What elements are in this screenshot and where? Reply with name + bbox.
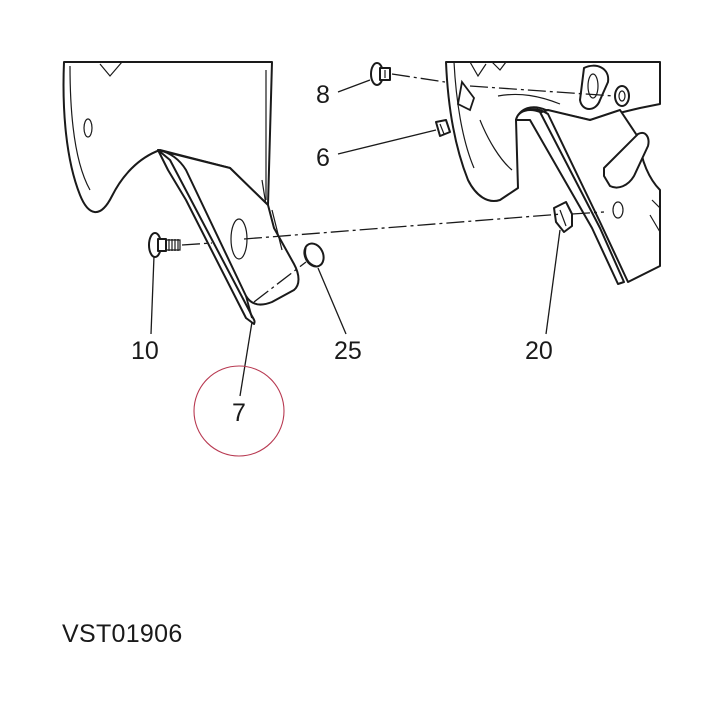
callout-20: 20	[525, 337, 553, 365]
left-body-panel	[62, 61, 273, 231]
callout-7: 7	[232, 399, 246, 427]
right-frame-assembly	[445, 61, 661, 202]
highlight-circle	[193, 365, 285, 457]
callout-10: 10	[131, 337, 159, 365]
bolt-8	[370, 62, 391, 86]
leader-lines	[150, 79, 561, 397]
callout-25: 25	[334, 337, 362, 365]
grommet-right	[614, 85, 630, 107]
callout-8: 8	[316, 81, 330, 109]
clip-nut-6	[435, 119, 451, 137]
plug-25	[303, 242, 325, 268]
panel-7	[157, 149, 300, 325]
assembly-lines	[181, 73, 615, 303]
callout-6: 6	[316, 144, 330, 172]
screw-10	[148, 232, 181, 258]
right-lower-panel	[515, 108, 661, 285]
clip-20	[553, 201, 573, 233]
reference-code: VST01906	[62, 620, 183, 648]
